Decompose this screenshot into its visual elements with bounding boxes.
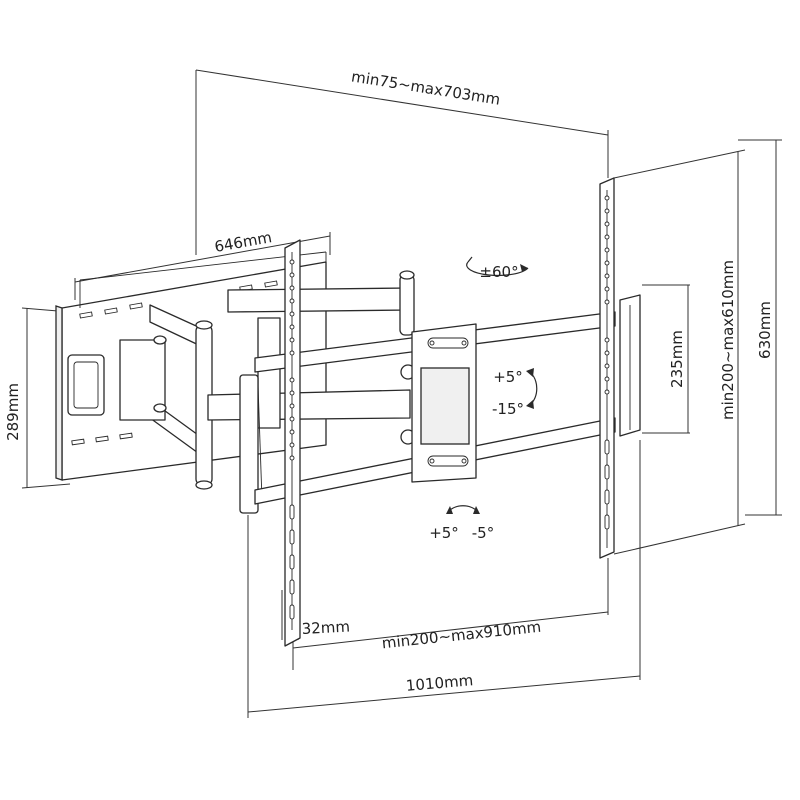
level-plus-label: +5° bbox=[429, 524, 459, 542]
dim-top-span: min75~max703mm bbox=[195, 67, 609, 255]
dim-vesa-vertical: min200~max610mm bbox=[613, 149, 746, 555]
dim-vesa-vertical-label: min200~max610mm bbox=[719, 260, 737, 420]
dim-wall-plate-height: 289mm bbox=[4, 307, 71, 489]
level-indicator: +5° -5° bbox=[429, 505, 494, 542]
tilt-plate-center bbox=[420, 367, 470, 445]
right-end-bracket bbox=[619, 294, 641, 437]
dim-rail-width-label: 32mm bbox=[301, 617, 350, 638]
arm-elbow-post bbox=[399, 274, 415, 336]
right-vesa-rail-holes bbox=[604, 195, 610, 530]
dim-wall-plate-height-label: 289mm bbox=[4, 383, 22, 441]
dim-total-height-label: 630mm bbox=[756, 301, 774, 359]
dim-bracket-height-label: 235mm bbox=[668, 330, 686, 388]
dim-bracket-height: 235mm bbox=[642, 284, 690, 434]
tilt-plate bbox=[411, 323, 477, 483]
tilt-down-label: -15° bbox=[492, 400, 524, 418]
dim-total-width: 1010mm bbox=[247, 440, 641, 718]
articulating-arms bbox=[119, 270, 416, 514]
dim-top-span-label: min75~max703mm bbox=[350, 67, 501, 108]
left-vesa-rail-holes bbox=[289, 259, 295, 620]
arm-inner-bracket bbox=[257, 317, 281, 429]
swivel-angle-label: ±60° bbox=[479, 263, 518, 281]
tilt-indicator: +5° -15° bbox=[492, 368, 538, 418]
wall-plate-cutout bbox=[67, 354, 105, 416]
dim-vesa-horizontal-label: min200~max910mm bbox=[381, 618, 542, 653]
arm-front-tube bbox=[239, 374, 259, 514]
right-vesa-rail bbox=[599, 177, 615, 559]
wall-plate-slots-top bbox=[79, 280, 278, 319]
swivel-indicator: ±60° bbox=[466, 256, 529, 281]
tilt-up-label: +5° bbox=[493, 368, 523, 386]
dim-total-height: 630mm bbox=[738, 139, 782, 516]
dim-vesa-horizontal: min200~max910mm bbox=[292, 558, 609, 670]
left-vesa-rail bbox=[284, 239, 301, 647]
dim-total-width-label: 1010mm bbox=[405, 671, 474, 695]
level-minus-label: -5° bbox=[472, 524, 494, 542]
